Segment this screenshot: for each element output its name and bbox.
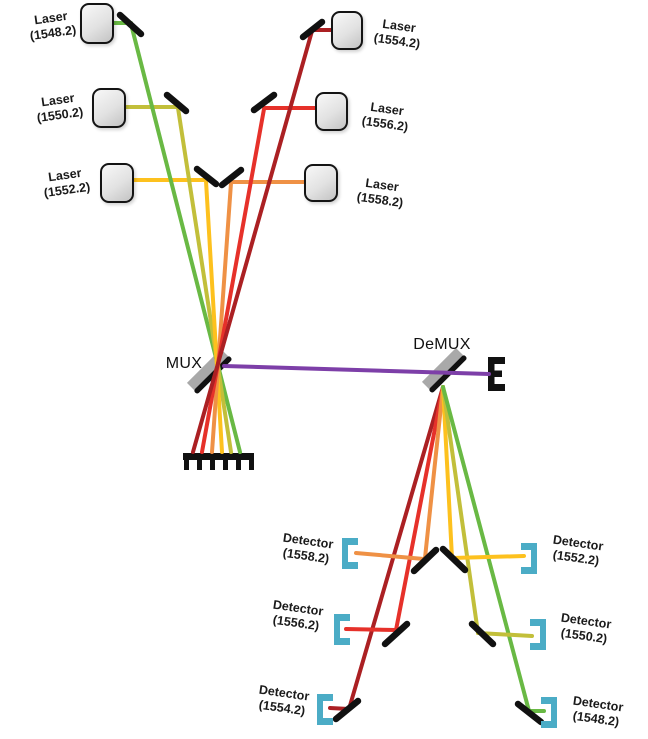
beam-1550-to-detector: [476, 631, 534, 638]
mirror-det-1554-icon: [332, 697, 362, 723]
laser-1548-box: [80, 3, 114, 44]
mirror-det-1550-icon: [468, 620, 497, 648]
beam-1550-mux: [176, 106, 233, 454]
beam-1558-mux: [210, 181, 233, 454]
beam-1548-demux: [441, 385, 531, 713]
comb-icon: [183, 453, 254, 470]
detector-1558-icon: [342, 538, 358, 569]
mirror-1554-icon: [299, 18, 326, 41]
mirror-1556-icon: [250, 91, 278, 114]
laser-1556-label: Laser(1556.2): [360, 99, 410, 135]
mirror-1548-icon: [116, 11, 145, 38]
beam-1558-to-detector: [354, 551, 426, 561]
beam-1556-demux: [394, 385, 445, 632]
laser-1554-box: [331, 11, 363, 50]
mirror-det-1552-icon: [439, 545, 469, 574]
beam-mux-demux-link: [222, 364, 491, 376]
demux-label: DeMUX: [413, 336, 471, 353]
detector-1552-icon: [521, 543, 537, 574]
mux-label: MUX: [165, 355, 203, 372]
detector-1556-icon: [334, 614, 350, 645]
mirror-det-1556-icon: [381, 620, 411, 648]
beam-1558-demux: [423, 385, 445, 560]
detector-1548-icon: [541, 697, 557, 728]
beam-1552-to-detector: [450, 554, 526, 560]
laser-1550-label: Laser(1550.2): [35, 90, 85, 126]
mirror-1550-icon: [163, 91, 190, 115]
laser-1548-label: Laser(1548.2): [28, 8, 78, 44]
beam-1556-mux: [200, 107, 266, 454]
laser-1556-box: [315, 92, 348, 131]
laser-1552-box: [100, 163, 134, 203]
beam-1552-demux: [441, 385, 454, 560]
demux-body: [421, 347, 463, 389]
beam-1556-to-detector: [344, 627, 398, 632]
beam-1548-mux: [129, 22, 242, 454]
beam-1554-mux: [191, 29, 314, 454]
beam-1554-demux: [347, 385, 445, 711]
laser-1554-label: Laser(1554.2): [372, 16, 422, 52]
laser-1550-box: [92, 88, 126, 128]
detector-1550-icon: [530, 619, 546, 650]
beam-1550-demux: [441, 385, 480, 635]
laser-1552-label: Laser(1552.2): [42, 165, 92, 201]
mirror-det-1558-icon: [410, 546, 440, 575]
detector-1554-icon: [317, 694, 333, 725]
mirror-1558-icon: [218, 166, 245, 189]
laser-1558-box: [304, 164, 338, 202]
beam-1552-mux: [204, 179, 224, 454]
mirror-det-1548-icon: [514, 700, 545, 726]
mirror-1552-icon: [193, 165, 220, 188]
fiber-port-icon: [488, 357, 505, 391]
laser-1558-label: Laser(1558.2): [355, 175, 405, 211]
